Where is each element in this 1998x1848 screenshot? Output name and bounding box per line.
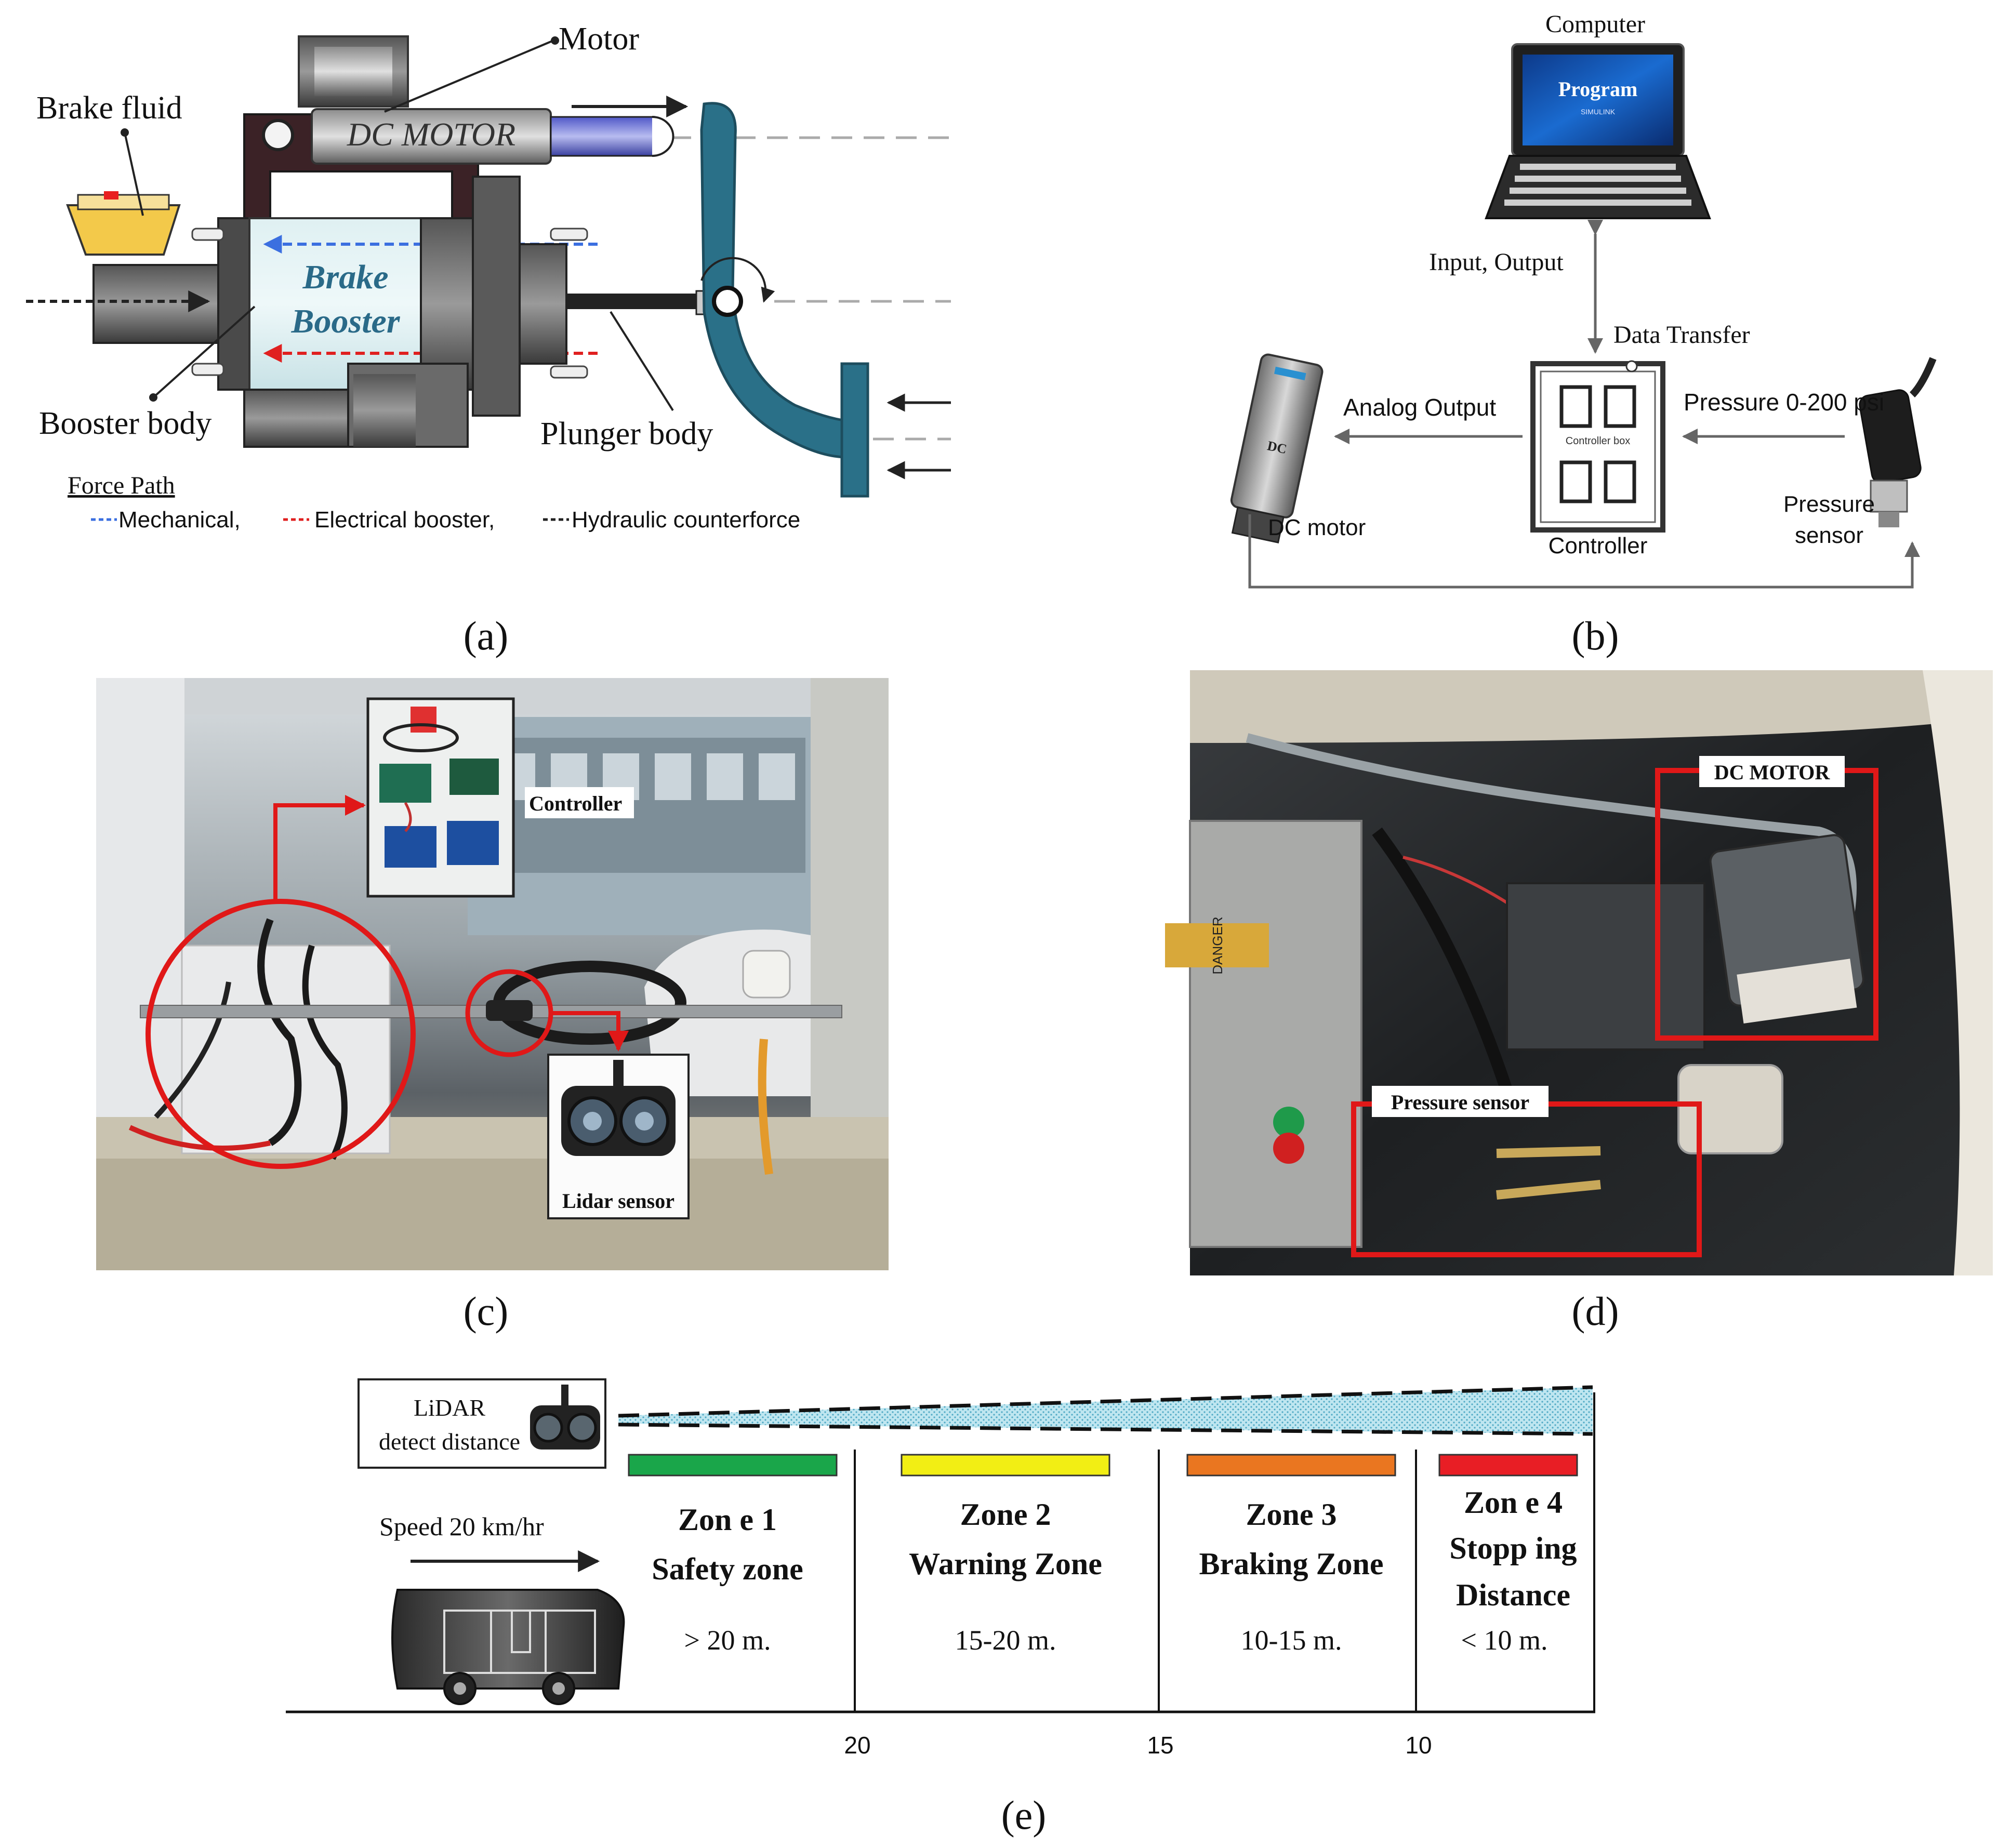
- booster-body-label: Booster body: [39, 406, 211, 441]
- vehicle-icon: [391, 1589, 625, 1705]
- panel-b-control-schematic: Computer Program SIMULINK Input, Output …: [1230, 10, 1937, 658]
- caption-e: (e): [1001, 1792, 1047, 1838]
- caption-c: (c): [464, 1288, 509, 1334]
- input-output-label: Input, Output: [1429, 248, 1564, 276]
- brake-fluid-label: Brake fluid: [36, 90, 182, 126]
- controller-inset: [366, 697, 515, 898]
- tick-10: 10: [1405, 1732, 1432, 1759]
- booster-label: Booster: [290, 302, 400, 340]
- pressure-sensor-icon: [1859, 357, 1937, 527]
- zone-3-range: 10-15 m.: [1241, 1625, 1342, 1656]
- legend-mechanical: Mechanical,: [118, 507, 241, 533]
- dc-motor-label: DC MOTOR: [347, 116, 515, 153]
- zone-3-bar: [1186, 1454, 1396, 1477]
- data-transfer-label: Data Transfer: [1613, 321, 1750, 349]
- dc-motor-actuator-icon: DC: [1230, 353, 1324, 543]
- zone-4-name: Stopp ing: [1449, 1531, 1577, 1565]
- dc-motor-label-b: DC motor: [1268, 515, 1366, 540]
- pressure-range-label: Pressure 0-200 psi: [1684, 389, 1884, 416]
- sensor-label: sensor: [1795, 523, 1863, 548]
- zone-1-name: Safety zone: [652, 1552, 803, 1586]
- panel-e-zone-diagram: LiDAR detect distance Zon e 1 Safety zon…: [286, 1378, 1595, 1838]
- danger-sticker-text: DANGER: [1210, 916, 1225, 974]
- motor-shaft: [550, 116, 656, 157]
- legend-hydraulic: Hydraulic counterforce: [572, 507, 800, 533]
- analog-output-label: Analog Output: [1343, 394, 1496, 421]
- pressure-sensor-label-d: Pressure sensor: [1391, 1091, 1529, 1114]
- lidar-line1: LiDAR: [414, 1394, 485, 1421]
- motor-label: Motor: [559, 21, 639, 57]
- brake-label: Brake: [302, 258, 389, 296]
- panel-c-vehicle-photo: Controller Lidar sensor (c): [96, 678, 889, 1334]
- zone-2-range: 15-20 m.: [955, 1625, 1056, 1656]
- plunger-body-label: Plunger body: [540, 416, 713, 451]
- plunger-rod: [566, 294, 696, 309]
- zone-4-bar: [1438, 1454, 1578, 1477]
- zone-2-title: Zone 2: [960, 1497, 1051, 1532]
- controller-box: Controller box: [1530, 360, 1665, 533]
- actuator-photo: [1709, 834, 1864, 1023]
- screen-program-text: Program: [1558, 77, 1638, 101]
- zone-1-range: > 20 m.: [684, 1625, 771, 1656]
- zone-2-bar: [901, 1454, 1110, 1477]
- zone-1-title: Zon e 1: [678, 1503, 777, 1537]
- controller-label-c: Controller: [529, 792, 622, 815]
- zone-1-bar: [628, 1454, 838, 1477]
- zone-3-title: Zone 3: [1246, 1497, 1337, 1532]
- lidar-line2: detect distance: [379, 1428, 520, 1455]
- brake-pedal: [700, 102, 849, 459]
- feedback-loop: [1248, 514, 1920, 589]
- legend-electrical: Electrical booster,: [314, 507, 495, 533]
- panel-a-brake-booster-diagram: DC MOTOR Brake Booster: [26, 21, 951, 658]
- caption-d: (d): [1572, 1288, 1619, 1334]
- controller-box-text: Controller box: [1566, 435, 1631, 447]
- zone-4-name-line2: Distance: [1456, 1578, 1570, 1612]
- brake-fluid-reservoir: [66, 204, 181, 256]
- speed-label: Speed 20 km/hr: [379, 1512, 544, 1541]
- zone-3-name: Braking Zone: [1199, 1547, 1383, 1581]
- force-path-legend-title: Force Path: [68, 472, 175, 499]
- computer-label: Computer: [1545, 10, 1645, 38]
- caption-a: (a): [464, 613, 509, 658]
- pressure-label: Pressure: [1783, 491, 1875, 517]
- zone-4-title: Zon e 4: [1464, 1485, 1563, 1520]
- controller-highlight-circle: [145, 899, 416, 1169]
- panel-d-engine-bay-photo: DANGER DC MOTOR Pressure sensor (d): [1165, 670, 1993, 1334]
- lidar-inset: Lidar sensor: [547, 1054, 690, 1219]
- screen-sub-text: SIMULINK: [1581, 108, 1616, 116]
- lidar-icon: [530, 1385, 600, 1450]
- zone-2-name: Warning Zone: [909, 1547, 1102, 1581]
- zone-4-range: < 10 m.: [1461, 1625, 1548, 1656]
- lidar-sensor-label: Lidar sensor: [562, 1189, 674, 1213]
- caption-b: (b): [1572, 613, 1619, 658]
- dc-motor-label-d: DC MOTOR: [1714, 761, 1831, 784]
- computer-icon: Program SIMULINK: [1485, 43, 1711, 219]
- tick-15: 15: [1147, 1732, 1173, 1759]
- controller-label: Controller: [1549, 533, 1648, 559]
- lidar-beam: [618, 1387, 1593, 1434]
- tick-20: 20: [844, 1732, 870, 1759]
